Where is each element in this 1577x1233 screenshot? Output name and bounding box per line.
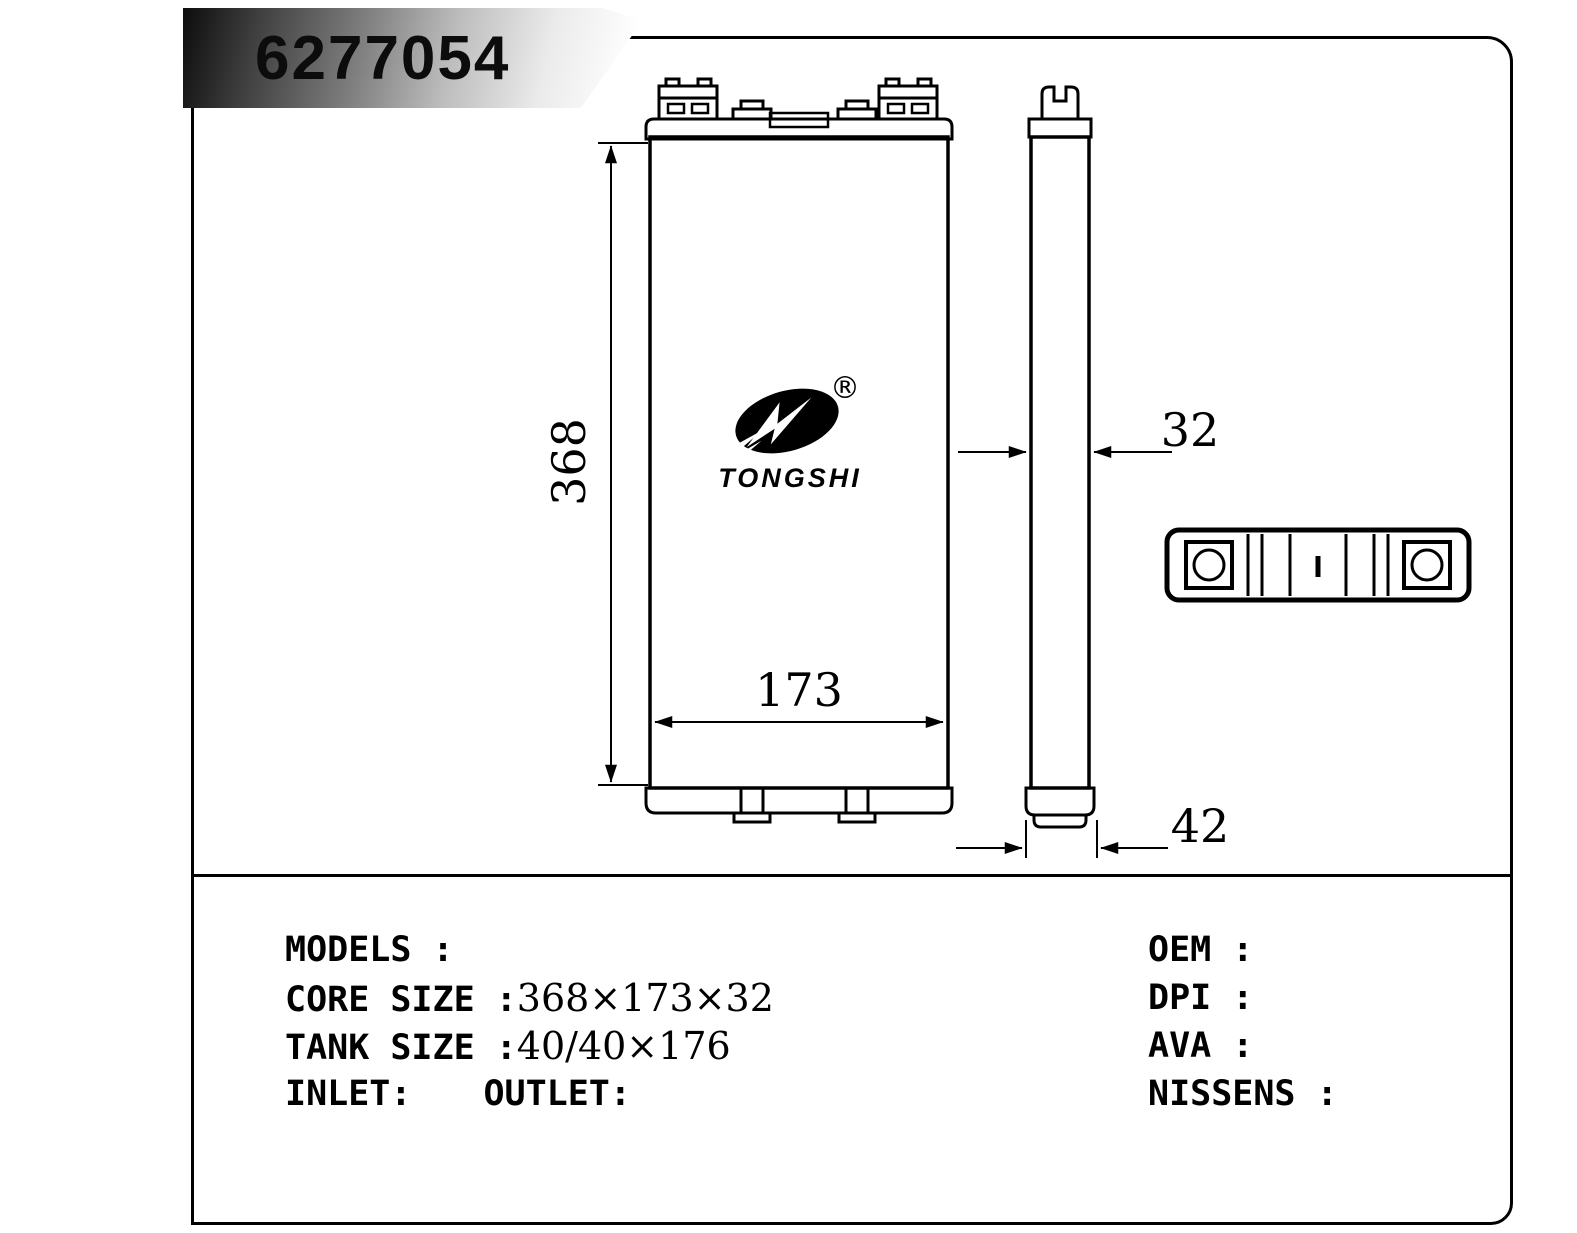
spec-label-tank-size: TANK SIZE : [285,1028,517,1068]
section-divider [191,874,1513,877]
spec-row-tank-size: TANK SIZE : 40/40×176 [285,1024,731,1070]
spec-value-tank-size: 40/40×176 [516,1024,731,1068]
spec-row-ava: AVA : [1148,1024,1253,1068]
spec-label-core-size: CORE SIZE : [285,980,517,1020]
spec-row-inlet-outlet: INLET: OUTLET: [285,1072,631,1116]
top-left-bracket [657,77,719,121]
dim-tank-label: 42 [1171,799,1230,853]
dim-height-label: 368 [542,418,596,506]
tongshi-logo-icon [735,388,839,457]
spec-row-models: MODELS : [285,928,454,972]
front-top-tank [644,117,954,141]
logo-text: TONGSHI [718,463,862,493]
dim-width-label: 173 [755,663,843,717]
bottom-fittings [732,788,877,824]
spec-label-ava: AVA : [1148,1026,1254,1066]
side-bottom-cap [1032,813,1088,829]
spec-label-models: MODELS : [285,930,454,970]
top-right-bracket [877,77,939,121]
front-view [644,77,954,824]
drawing-frame [191,36,1513,1225]
spec-value-core-size: 368×173×32 [516,976,774,1020]
tongshi-logo: ® TONGSHI [718,371,862,493]
part-number: 6277054 [255,23,511,93]
spec-label-dpi: DPI : [1148,978,1254,1018]
front-bottom-tank [644,786,954,815]
spec-label-nissens: NISSENS : [1148,1074,1338,1114]
spec-row-core-size: CORE SIZE : 368×173×32 [285,976,774,1022]
dimension-core-height [598,142,648,786]
part-number-banner: 6277054 [183,8,643,108]
spec-row-nissens: NISSENS : [1148,1072,1338,1116]
spec-label-outlet: OUTLET: [483,1074,631,1114]
dimension-tank-width [956,820,1168,858]
top-fittings [731,99,878,129]
mounting-bracket-detail [1164,527,1472,603]
side-top-bracket [1040,85,1080,121]
side-view [1024,85,1096,829]
spec-row-dpi: DPI : [1148,976,1253,1020]
spec-label-inlet: INLET: [285,1074,412,1114]
spec-row-oem: OEM : [1148,928,1253,972]
registered-mark-icon: ® [830,371,860,406]
dim-depth-label: 32 [1161,403,1220,457]
spec-label-oem: OEM : [1148,930,1254,970]
